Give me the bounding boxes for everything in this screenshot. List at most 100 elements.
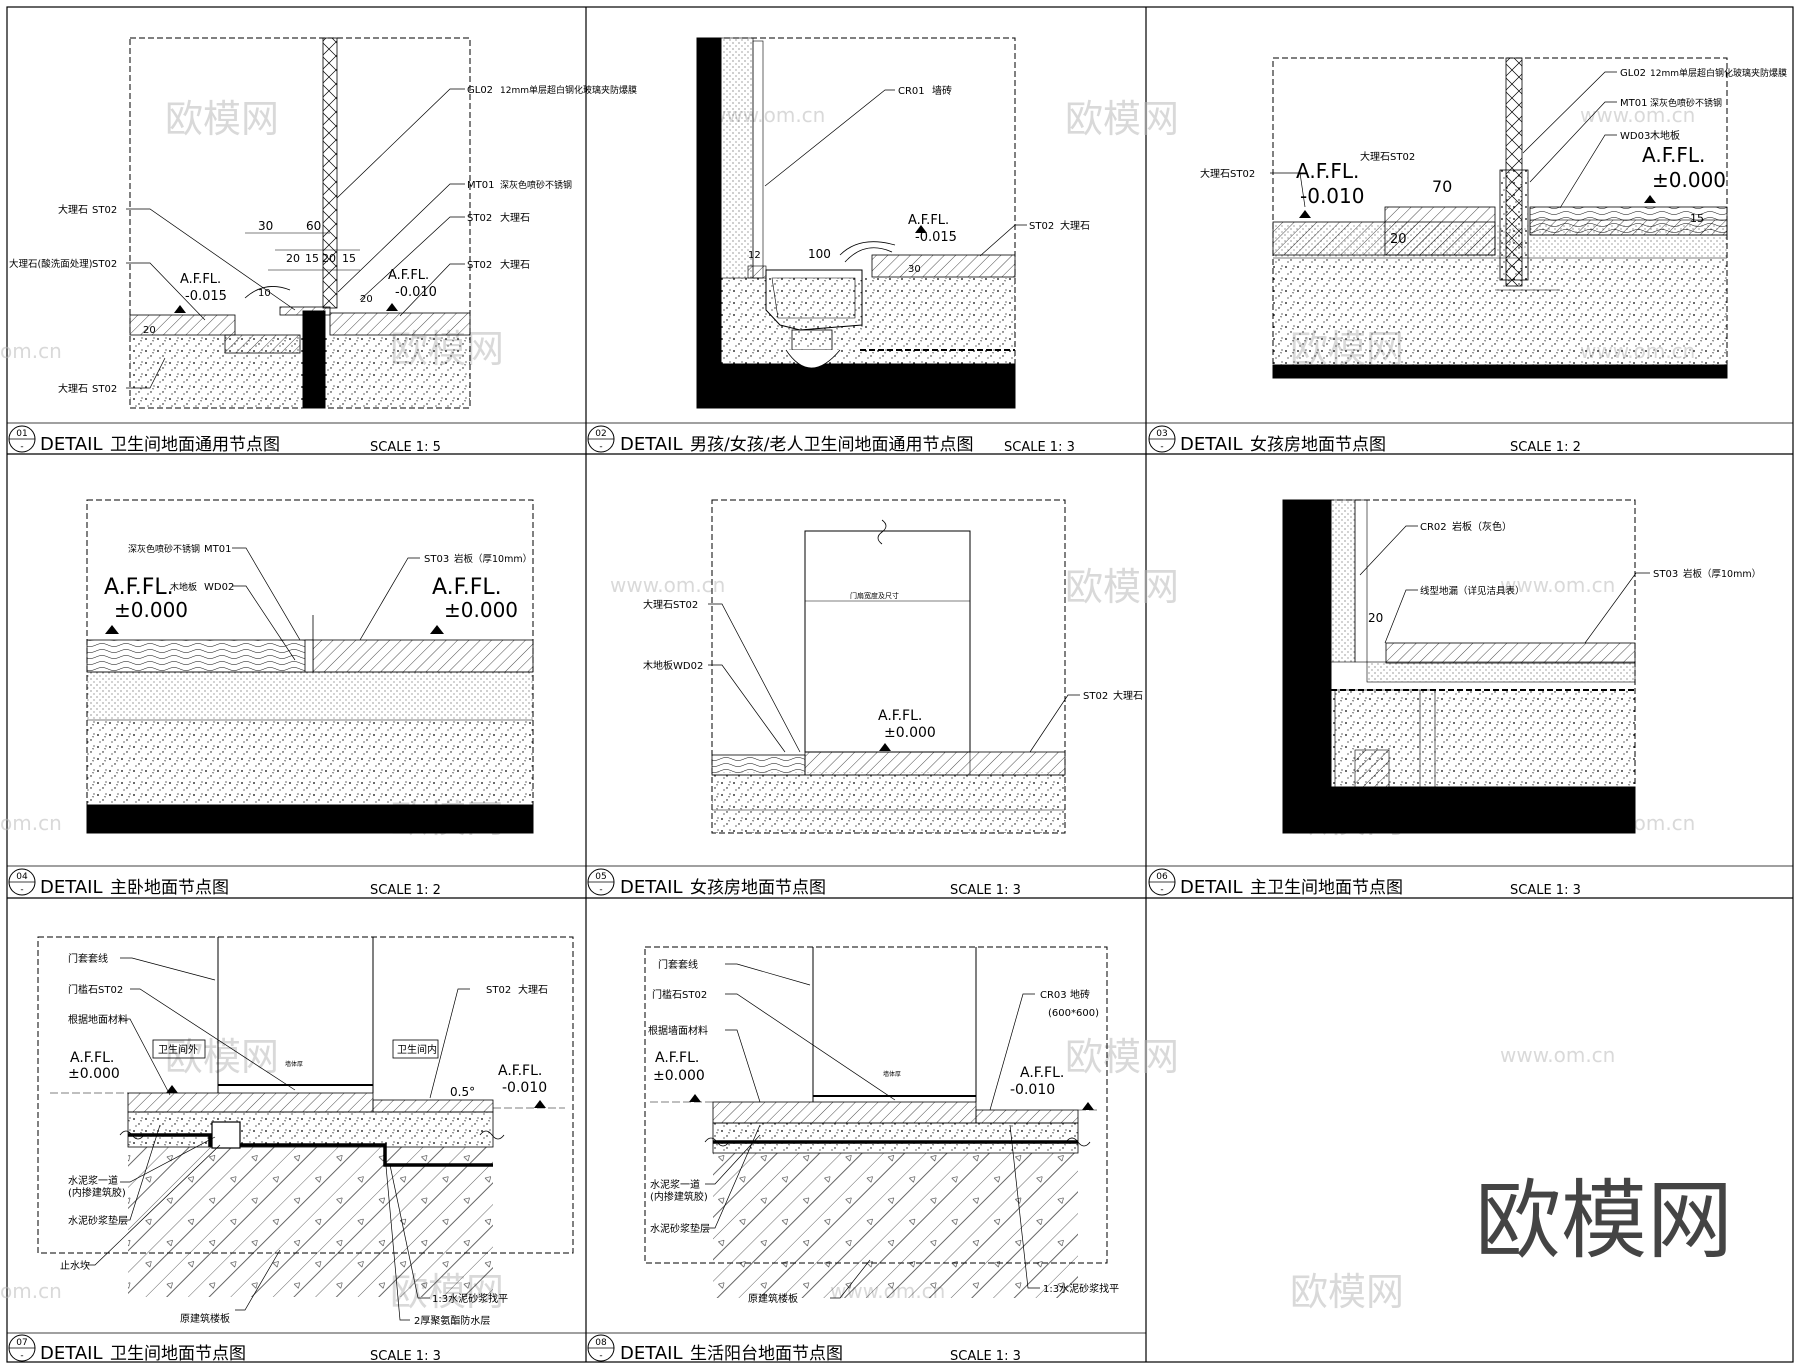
svg-text:生活阳台地面节点图: 生活阳台地面节点图 [690,1344,843,1364]
svg-text:12: 12 [748,250,761,261]
svg-text:-: - [599,885,602,895]
svg-text:A.F.FL.: A.F.FL. [180,272,221,287]
title-bar-03: 03 - DETAIL 女孩房地面节点图 SCALE 1: 2 [1148,425,1581,455]
svg-text:www.om.cn: www.om.cn [1500,573,1615,597]
title-bar-06: 06 - DETAIL 主卫生间地面节点图 SCALE 1: 3 [1148,868,1581,898]
svg-text:欧模网: 欧模网 [1065,1035,1179,1079]
svg-text:A.F.FL.: A.F.FL. [498,1063,542,1079]
svg-text:om.cn: om.cn [0,339,62,363]
svg-text:主卫生间地面节点图: 主卫生间地面节点图 [1250,878,1403,898]
detail-01-annotations: 大理石 ST02 大理石(酸洗面处理) ST02 大理石 ST02 GL02 1… [9,84,637,395]
svg-text:(600*600): (600*600) [1048,1008,1099,1019]
detail-05-annotations: 大理石 ST02 木地板 WD02 ST02 大理石 门扇宽度及尺寸 A.F.F… [643,591,1143,741]
svg-text:门扇宽度及尺寸: 门扇宽度及尺寸 [850,591,899,600]
svg-text:www.om.cn: www.om.cn [1500,1043,1615,1067]
svg-text:±0.000: ±0.000 [884,725,936,741]
svg-text:CR03: CR03 [1040,990,1067,1001]
svg-text:www.om.cn: www.om.cn [1580,103,1695,127]
title-bar-02: 02 - DETAIL 男孩/女孩/老人卫生间地面通用节点图 SCALE 1: … [587,425,1075,455]
svg-text:SCALE 1: 2: SCALE 1: 2 [370,883,441,898]
svg-text:木地板: 木地板 [1650,129,1680,142]
svg-text:ST02: ST02 [467,213,492,224]
svg-text:水泥砂浆垫层: 水泥砂浆垫层 [650,1222,710,1235]
svg-text:SCALE 1: 3: SCALE 1: 3 [1004,440,1075,455]
svg-text:大理石: 大理石 [500,211,530,224]
svg-text:根据墙面材料: 根据墙面材料 [648,1024,708,1037]
svg-text:ST03: ST03 [424,554,449,565]
svg-text:水泥浆一道: 水泥浆一道 [68,1174,118,1187]
svg-text:深灰色喷砂不锈钢: 深灰色喷砂不锈钢 [500,179,572,191]
svg-text:岩板（灰色）: 岩板（灰色） [1452,520,1512,533]
svg-text:15: 15 [305,252,319,265]
detail-08-annotations: 门套套线 门槛石 ST02 根据墙面材料 CR03 地砖 (600*600) 水… [648,958,1119,1305]
detail-02-annotations: CR01 墙砖 ST02 大理石 100 12 30 A.F.FL. -0.01… [748,84,1090,275]
svg-text:墙体厚: 墙体厚 [883,1070,901,1078]
svg-text:WD02: WD02 [204,582,234,593]
svg-text:om.cn: om.cn [0,811,62,835]
svg-text:ST02: ST02 [1029,221,1054,232]
title-bar-08: 08 - DETAIL 生活阳台地面节点图 SCALE 1: 3 [587,1334,1021,1364]
svg-text:ST02: ST02 [92,384,117,395]
svg-text:水泥浆一道: 水泥浆一道 [650,1178,700,1191]
svg-text:卫生间地面节点图: 卫生间地面节点图 [110,1344,246,1364]
svg-text:04: 04 [16,872,28,882]
svg-text:12mm单层超白钢化玻璃夹防爆膜: 12mm单层超白钢化玻璃夹防爆膜 [500,84,637,96]
title-bar-05: 05 - DETAIL 女孩房地面节点图 SCALE 1: 3 [587,868,1021,898]
svg-text:A.F.FL.: A.F.FL. [908,213,949,228]
svg-text:DETAIL: DETAIL [1180,877,1242,898]
svg-text:GL02: GL02 [467,85,493,96]
svg-text:大理石: 大理石 [1060,219,1090,232]
svg-text:-: - [1160,885,1163,895]
svg-text:A.F.FL.: A.F.FL. [388,268,429,283]
svg-text:02: 02 [595,429,606,439]
detail-07-annotations: 门套套线 门槛石 ST02 根据地面材料 卫生间外 卫生间内 ST02 大理石 … [60,952,548,1327]
svg-text:ST02: ST02 [1083,691,1108,702]
svg-text:ST02: ST02 [1230,169,1255,180]
svg-text:水泥砂浆垫层: 水泥砂浆垫层 [68,1214,128,1227]
svg-text:A.F.FL.: A.F.FL. [1020,1065,1064,1081]
svg-text:CR02: CR02 [1420,522,1447,533]
svg-text:www.om.cn: www.om.cn [610,573,725,597]
svg-text:-: - [20,442,23,452]
svg-text:06: 06 [1156,872,1168,882]
svg-text:(内掺建筑胶): (内掺建筑胶) [650,1190,708,1203]
svg-text:大理石: 大理石 [643,598,673,611]
svg-text:地砖: 地砖 [1070,988,1090,1001]
detail-04-drawing [86,499,534,834]
svg-text:岩板（厚10mm）: 岩板（厚10mm） [454,553,532,565]
detail-04-annotations: 深灰色喷砂不锈钢 MT01 木地板 WD02 ST03 岩板（厚10mm） A.… [104,543,532,622]
svg-text:原建筑楼板: 原建筑楼板 [180,1312,230,1325]
svg-text:门槛石: 门槛石 [68,983,98,996]
svg-text:01: 01 [16,429,27,439]
detail-07-drawing [37,936,574,1321]
svg-text:MT01: MT01 [204,544,231,555]
svg-text:-0.015: -0.015 [915,230,957,245]
svg-text:CR01: CR01 [898,86,925,97]
svg-text:大理石: 大理石 [1113,689,1143,702]
svg-text:ST02: ST02 [486,985,511,996]
svg-text:A.F.FL.: A.F.FL. [878,708,922,724]
svg-text:2厚聚氨酯防水层: 2厚聚氨酯防水层 [414,1314,490,1327]
svg-text:1:3水泥砂浆找平: 1:3水泥砂浆找平 [432,1292,508,1305]
svg-text:A.F.FL.: A.F.FL. [1296,159,1359,183]
svg-text:大理石: 大理石 [1200,167,1230,180]
svg-text:ST02: ST02 [1390,152,1415,163]
detail-01-drawing [126,37,471,409]
svg-text:SCALE 1: 3: SCALE 1: 3 [1510,883,1581,898]
detail-05-drawing [708,499,1080,834]
svg-text:A.F.FL.: A.F.FL. [70,1050,114,1066]
svg-text:卫生间外: 卫生间外 [158,1043,198,1056]
svg-text:木地板: 木地板 [643,659,673,672]
svg-text:10: 10 [258,288,271,299]
svg-text:15: 15 [1690,212,1704,225]
svg-text:欧模网: 欧模网 [1065,97,1179,141]
detail-06-drawing [1282,499,1650,834]
detail-03-annotations: 大理石 ST02 大理石 ST02 GL02 12mm单层超白钢化玻璃夹防爆膜 … [1200,67,1787,247]
svg-text:30: 30 [908,264,921,275]
svg-text:欧模网: 欧模网 [1290,1270,1404,1314]
svg-text:-: - [599,1351,602,1361]
svg-text:om.cn: om.cn [0,1279,62,1303]
detail-06-annotations: CR02 岩板（灰色） 线型地漏（详见洁具表） ST03 岩板（厚10mm） 2… [1368,520,1761,625]
svg-text:A.F.FL.: A.F.FL. [655,1050,699,1066]
svg-text:ST02: ST02 [467,260,492,271]
